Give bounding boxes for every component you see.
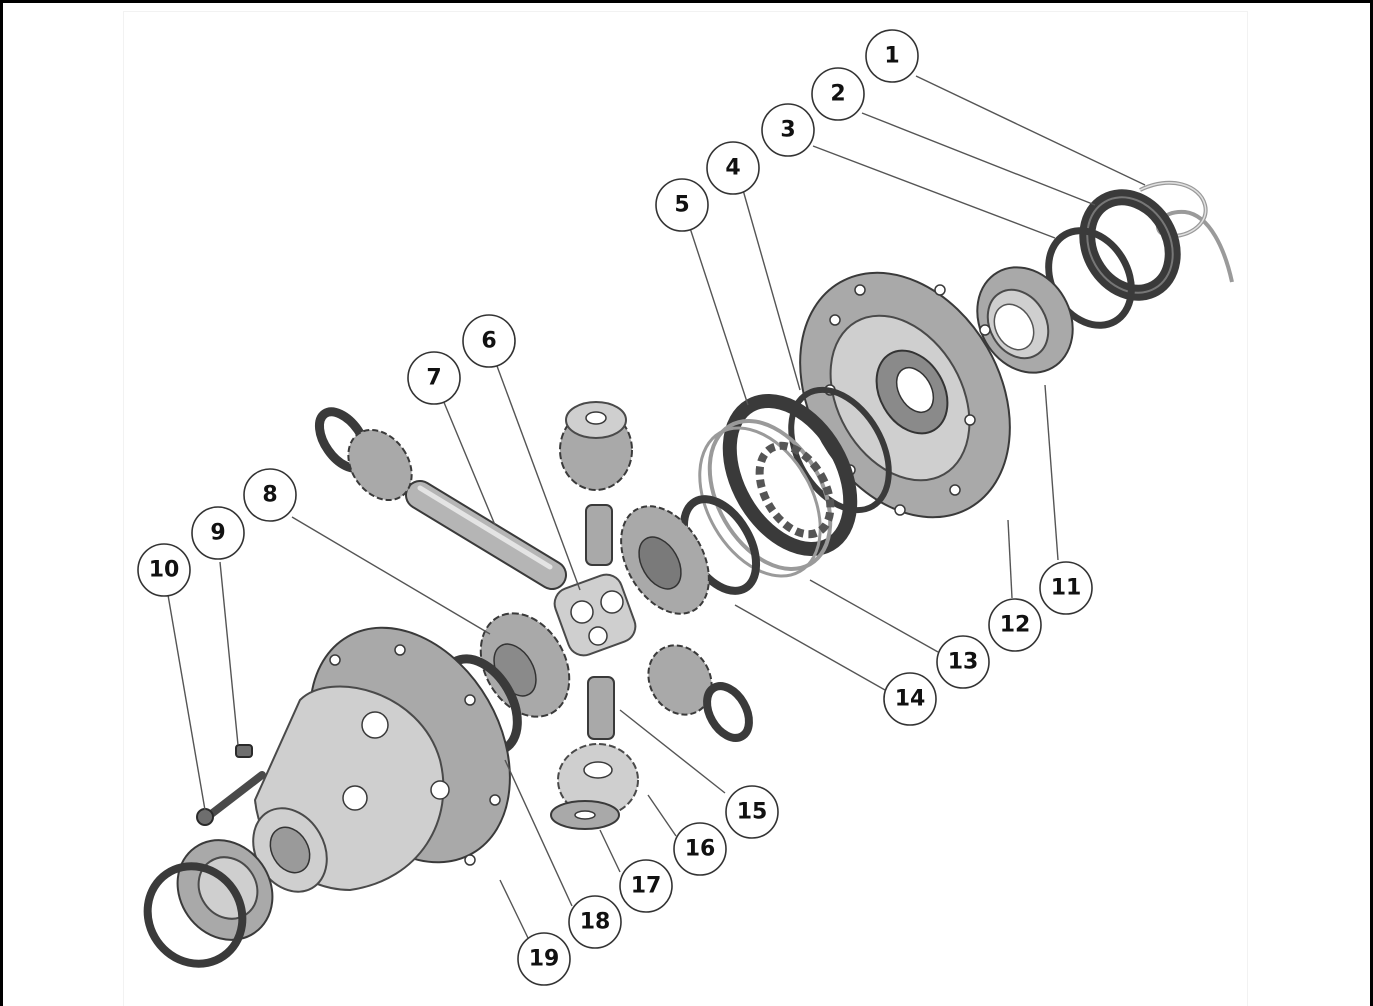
callout-label: 5 <box>674 193 689 218</box>
callout-4: 4 <box>706 141 760 195</box>
callout-label: 3 <box>780 118 795 143</box>
callout-8: 8 <box>243 468 297 522</box>
part-pinion-lower <box>550 743 639 830</box>
callout-14: 14 <box>883 672 937 726</box>
callout-label: 12 <box>1000 613 1031 638</box>
part-flange-cover <box>799 271 1011 519</box>
callout-12: 12 <box>988 598 1042 652</box>
callout-17: 17 <box>619 859 673 913</box>
part-wire-clip <box>1139 180 1234 283</box>
leader-lines <box>167 75 1146 939</box>
callout-11: 11 <box>1039 561 1093 615</box>
callout-label: 7 <box>426 366 441 391</box>
callout-label: 8 <box>262 483 277 508</box>
part-pinion-upper-left <box>314 407 413 502</box>
callout-label: 6 <box>481 329 496 354</box>
part-bearing-right <box>976 266 1074 374</box>
callout-19: 19 <box>517 932 571 986</box>
callout-label: 10 <box>149 558 180 583</box>
callout-2: 2 <box>811 67 865 121</box>
callout-3: 3 <box>761 103 815 157</box>
callout-label: 2 <box>830 82 845 107</box>
callout-6: 6 <box>462 314 516 368</box>
part-cross-shaft <box>405 480 567 590</box>
part-pins <box>585 504 615 740</box>
callout-label: 11 <box>1051 576 1082 601</box>
part-bolts <box>196 744 266 826</box>
part-side-gear-left <box>479 612 571 718</box>
callout-label: 18 <box>580 910 611 935</box>
callout-label: 16 <box>685 837 716 862</box>
callout-1: 1 <box>865 29 919 83</box>
callout-16: 16 <box>673 822 727 876</box>
callout-label: 14 <box>895 687 926 712</box>
callout-15: 15 <box>725 785 779 839</box>
part-pinion-upper <box>559 401 633 491</box>
callout-5: 5 <box>655 178 709 232</box>
part-seal <box>1079 189 1181 301</box>
callout-label: 17 <box>631 874 662 899</box>
part-friction-pack <box>698 394 858 578</box>
part-pinion-right <box>647 644 753 742</box>
callout-13: 13 <box>936 635 990 689</box>
callout-label: 4 <box>725 156 740 181</box>
callout-label: 9 <box>210 521 225 546</box>
callout-10: 10 <box>137 543 191 597</box>
callout-label: 19 <box>529 947 560 972</box>
part-cross-block <box>553 573 637 657</box>
callout-label: 15 <box>737 800 768 825</box>
callout-label: 13 <box>948 650 979 675</box>
part-side-gear-right <box>620 495 761 615</box>
callout-18: 18 <box>568 895 622 949</box>
callout-label: 1 <box>884 44 899 69</box>
part-housing <box>252 626 511 893</box>
part-bearing-left <box>143 839 274 968</box>
callout-9: 9 <box>191 506 245 560</box>
callout-7: 7 <box>407 351 461 405</box>
